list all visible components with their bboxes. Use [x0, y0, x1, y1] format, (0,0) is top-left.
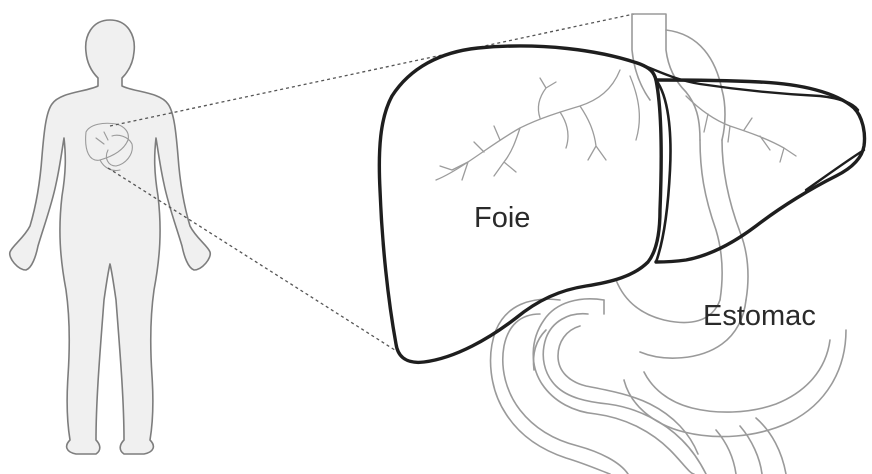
stomach-label: Estomac	[703, 300, 816, 333]
liver-label: Foie	[474, 202, 530, 235]
digestive-structures	[491, 14, 846, 474]
esophagus	[632, 14, 700, 140]
human-body-figure	[10, 20, 211, 454]
body-silhouette	[10, 20, 211, 454]
liver-vessels	[436, 70, 796, 180]
projection-line-top	[110, 14, 634, 126]
